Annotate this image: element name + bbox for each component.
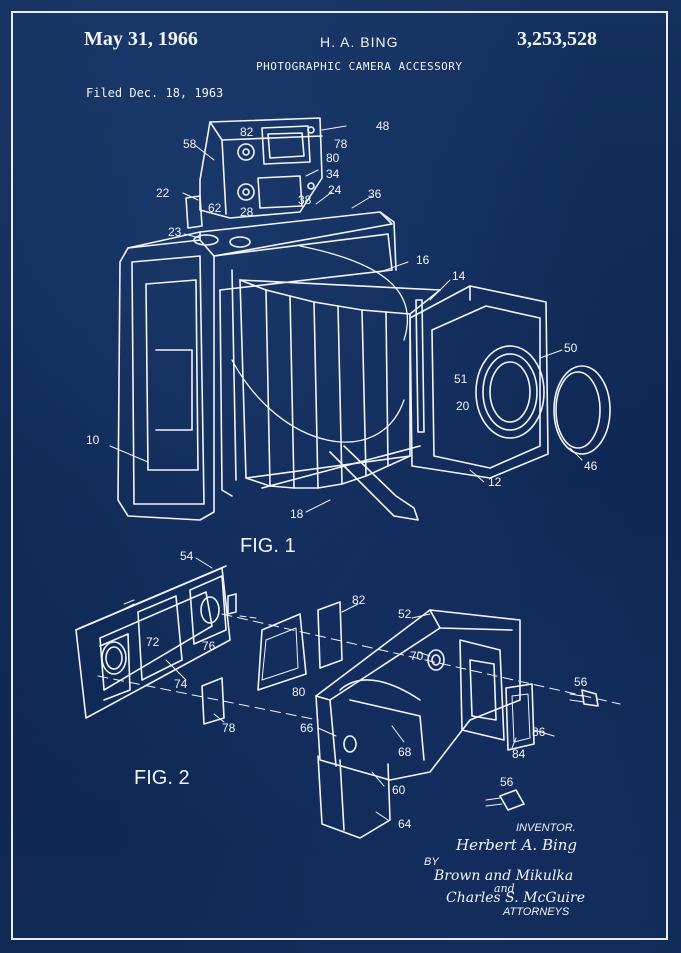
ref-20: 20 bbox=[456, 399, 470, 413]
fig1-reference-numerals: 82 78 48 58 80 34 22 24 36 62 28 38 23 1… bbox=[86, 119, 598, 557]
ref-84: 84 bbox=[512, 747, 526, 761]
ref-80-fig2: 80 bbox=[292, 685, 306, 699]
ref-12: 12 bbox=[488, 475, 502, 489]
patent-date: May 31, 1966 bbox=[84, 28, 198, 50]
fig2-accessory-drawing bbox=[75, 557, 621, 839]
fig1-caption: FIG. 1 bbox=[240, 535, 296, 557]
ref-60: 60 bbox=[392, 783, 406, 797]
ref-78: 78 bbox=[334, 137, 348, 151]
ref-22: 22 bbox=[156, 186, 170, 200]
ref-54: 54 bbox=[180, 549, 194, 563]
filed-date: Filed Dec. 18, 1963 bbox=[86, 86, 224, 100]
ref-62: 62 bbox=[208, 201, 222, 215]
ref-82: 82 bbox=[240, 125, 254, 139]
patent-number: 3,253,528 bbox=[517, 28, 597, 50]
border-frame bbox=[11, 11, 668, 940]
ref-82-fig2: 82 bbox=[352, 593, 366, 607]
ref-34: 34 bbox=[326, 167, 340, 181]
ref-46: 46 bbox=[584, 459, 598, 473]
ref-86: 86 bbox=[532, 725, 546, 739]
patent-title: PHOTOGRAPHIC CAMERA ACCESSORY bbox=[256, 60, 463, 73]
ref-48: 48 bbox=[376, 119, 390, 133]
inventor-signature: Herbert A. Bing bbox=[456, 836, 578, 854]
by-label: BY bbox=[424, 856, 439, 868]
ref-51: 51 bbox=[454, 372, 468, 386]
ref-78-fig2: 78 bbox=[222, 721, 236, 735]
ref-56-upper: 56 bbox=[574, 675, 588, 689]
ref-36: 36 bbox=[368, 187, 382, 201]
ref-64: 64 bbox=[398, 817, 412, 831]
ref-70: 70 bbox=[410, 649, 424, 663]
ref-16: 16 bbox=[416, 253, 430, 267]
fig1-camera-drawing bbox=[109, 117, 611, 521]
ref-24: 24 bbox=[328, 183, 342, 197]
attorney-and: and bbox=[494, 882, 515, 895]
ref-52: 52 bbox=[398, 607, 412, 621]
ref-80: 80 bbox=[326, 151, 340, 165]
ref-72: 72 bbox=[146, 635, 160, 649]
ref-74: 74 bbox=[174, 677, 188, 691]
ref-76: 76 bbox=[202, 639, 216, 653]
ref-56-lower: 56 bbox=[500, 775, 514, 789]
ref-18: 18 bbox=[290, 507, 304, 521]
ref-50: 50 bbox=[564, 341, 578, 355]
ref-14: 14 bbox=[452, 269, 466, 283]
fig2-reference-numerals: 54 82 52 72 76 70 74 80 56 78 66 68 86 8… bbox=[134, 549, 588, 831]
attorney-signature-1: Brown and Mikulka bbox=[434, 868, 574, 884]
ref-28: 28 bbox=[240, 205, 254, 219]
inventor-name: H. A. BING bbox=[320, 34, 399, 50]
attorney-signature-2: Charles S. McGuire bbox=[446, 890, 585, 906]
ref-68: 68 bbox=[398, 745, 412, 759]
ref-38: 38 bbox=[298, 193, 312, 207]
ref-10: 10 bbox=[86, 433, 100, 447]
ref-58: 58 bbox=[183, 137, 197, 151]
attorneys-label: ATTORNEYS bbox=[503, 906, 570, 918]
ref-66: 66 bbox=[300, 721, 314, 735]
inventor-label: INVENTOR. bbox=[516, 822, 576, 834]
ref-23: 23 bbox=[168, 225, 182, 239]
fig2-caption: FIG. 2 bbox=[134, 767, 190, 789]
